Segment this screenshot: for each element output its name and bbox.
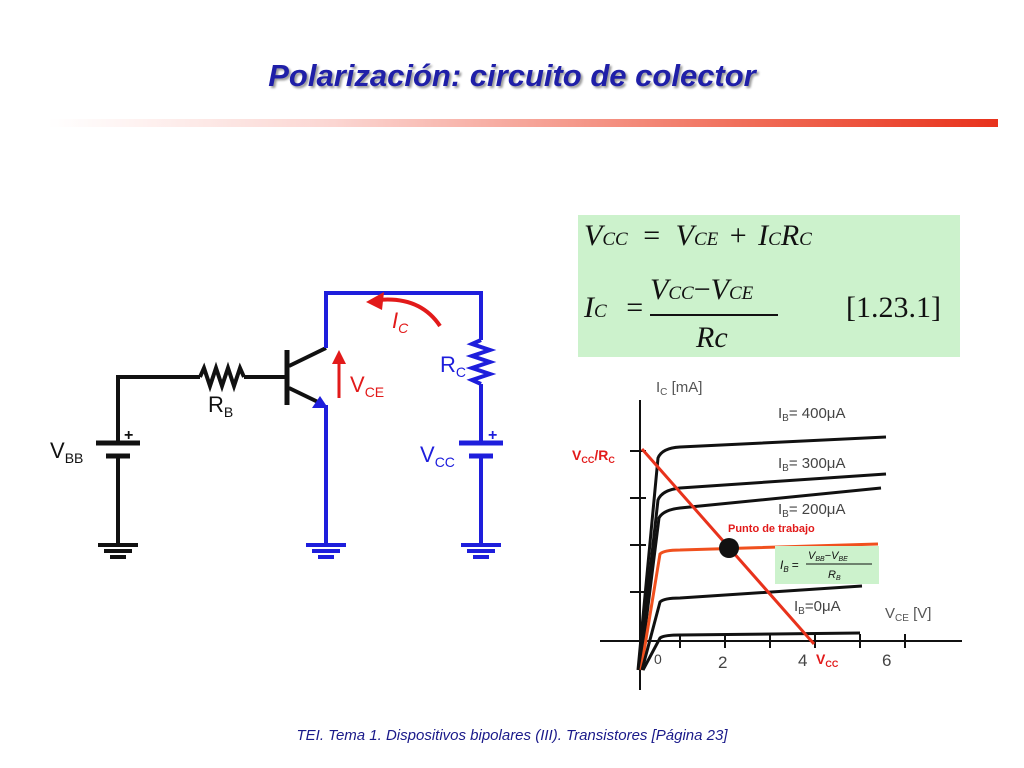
equation-denominator: Rc xyxy=(696,321,728,354)
vcc-circuit-label: VCC xyxy=(420,442,455,470)
ib-0-curve xyxy=(641,631,861,671)
vbb-label: VBB xyxy=(50,438,83,466)
vcc-battery-icon xyxy=(459,440,503,459)
rc-label: RC xyxy=(440,352,466,380)
ib-operating-curve xyxy=(639,542,879,671)
title-underline xyxy=(48,119,998,127)
ib-0-label: IB=0μA xyxy=(794,598,841,617)
equation-numerator: VCC−VCE xyxy=(650,273,754,306)
vcc-x-label: VCC xyxy=(816,651,839,669)
rc-resistor-icon xyxy=(465,338,497,386)
ib-400-curve xyxy=(636,435,887,671)
ic-label: IC xyxy=(392,308,409,336)
collector-loop-wiring xyxy=(324,291,483,545)
ib-formula-box xyxy=(775,546,879,584)
output-characteristics-graph: IB= VBB−VBE RB IC [mA] VCE [V] 0 2 4 6 I… xyxy=(572,379,962,690)
voltage-arrow-icon xyxy=(332,350,346,398)
ground-icon-emitter xyxy=(306,543,346,559)
ib-formula-lhs: IB= xyxy=(780,558,799,574)
base-input-wiring xyxy=(116,375,287,545)
ib-300-curve xyxy=(637,472,887,671)
operating-point-label: Punto de trabajo xyxy=(728,523,815,535)
rb-label: RB xyxy=(208,392,233,420)
equation-line-1: VCC = VCE + ICRC xyxy=(584,219,812,252)
x-tick-2: 2 xyxy=(718,653,727,672)
ib-curves xyxy=(636,435,887,671)
current-arrow-icon xyxy=(366,292,442,328)
operating-point-marker xyxy=(719,538,739,558)
rb-resistor-icon xyxy=(198,361,246,393)
ib-200-curve xyxy=(638,486,882,671)
x-tick-6: 6 xyxy=(882,651,891,670)
ib-300-label: IB= 300μA xyxy=(778,455,845,474)
collector-equation-box: VCC = VCE + ICRC IC = VCC−VCE Rc [1.23.1… xyxy=(578,215,960,357)
ib-200-label: IB= 200μA xyxy=(778,501,845,520)
ground-icon-left xyxy=(98,543,138,559)
ib-formula-numerator: VBB−VBE xyxy=(808,550,848,563)
vcc-rc-label: VCC/RC xyxy=(572,447,615,465)
slide-footer: TEI. Tema 1. Dispositivos bipolares (III… xyxy=(296,727,728,744)
npn-transistor-icon xyxy=(284,346,328,408)
ib-150-curve xyxy=(640,584,863,671)
ground-icon-vcc xyxy=(461,543,501,559)
x-axis-label: VCE [V] xyxy=(885,605,931,624)
equation-lhs-ic: IC = xyxy=(584,291,644,324)
equation-reference: [1.23.1] xyxy=(846,291,941,324)
vce-label: VCE xyxy=(350,372,384,400)
x-tick-4: 4 xyxy=(798,651,807,670)
ib-formula-denominator: RB xyxy=(828,569,841,582)
ib-400-label: IB= 400μA xyxy=(778,405,845,424)
vbb-battery-icon xyxy=(96,440,140,459)
equation-fraction-bar xyxy=(650,314,778,316)
vcc-plus-sign: + xyxy=(488,427,497,444)
slide-title: Polarización: circuito de colector xyxy=(268,58,756,93)
y-axis-label: IC [mA] xyxy=(656,379,702,398)
x-tick-0: 0 xyxy=(654,651,662,667)
vbb-plus-sign: + xyxy=(124,427,133,444)
